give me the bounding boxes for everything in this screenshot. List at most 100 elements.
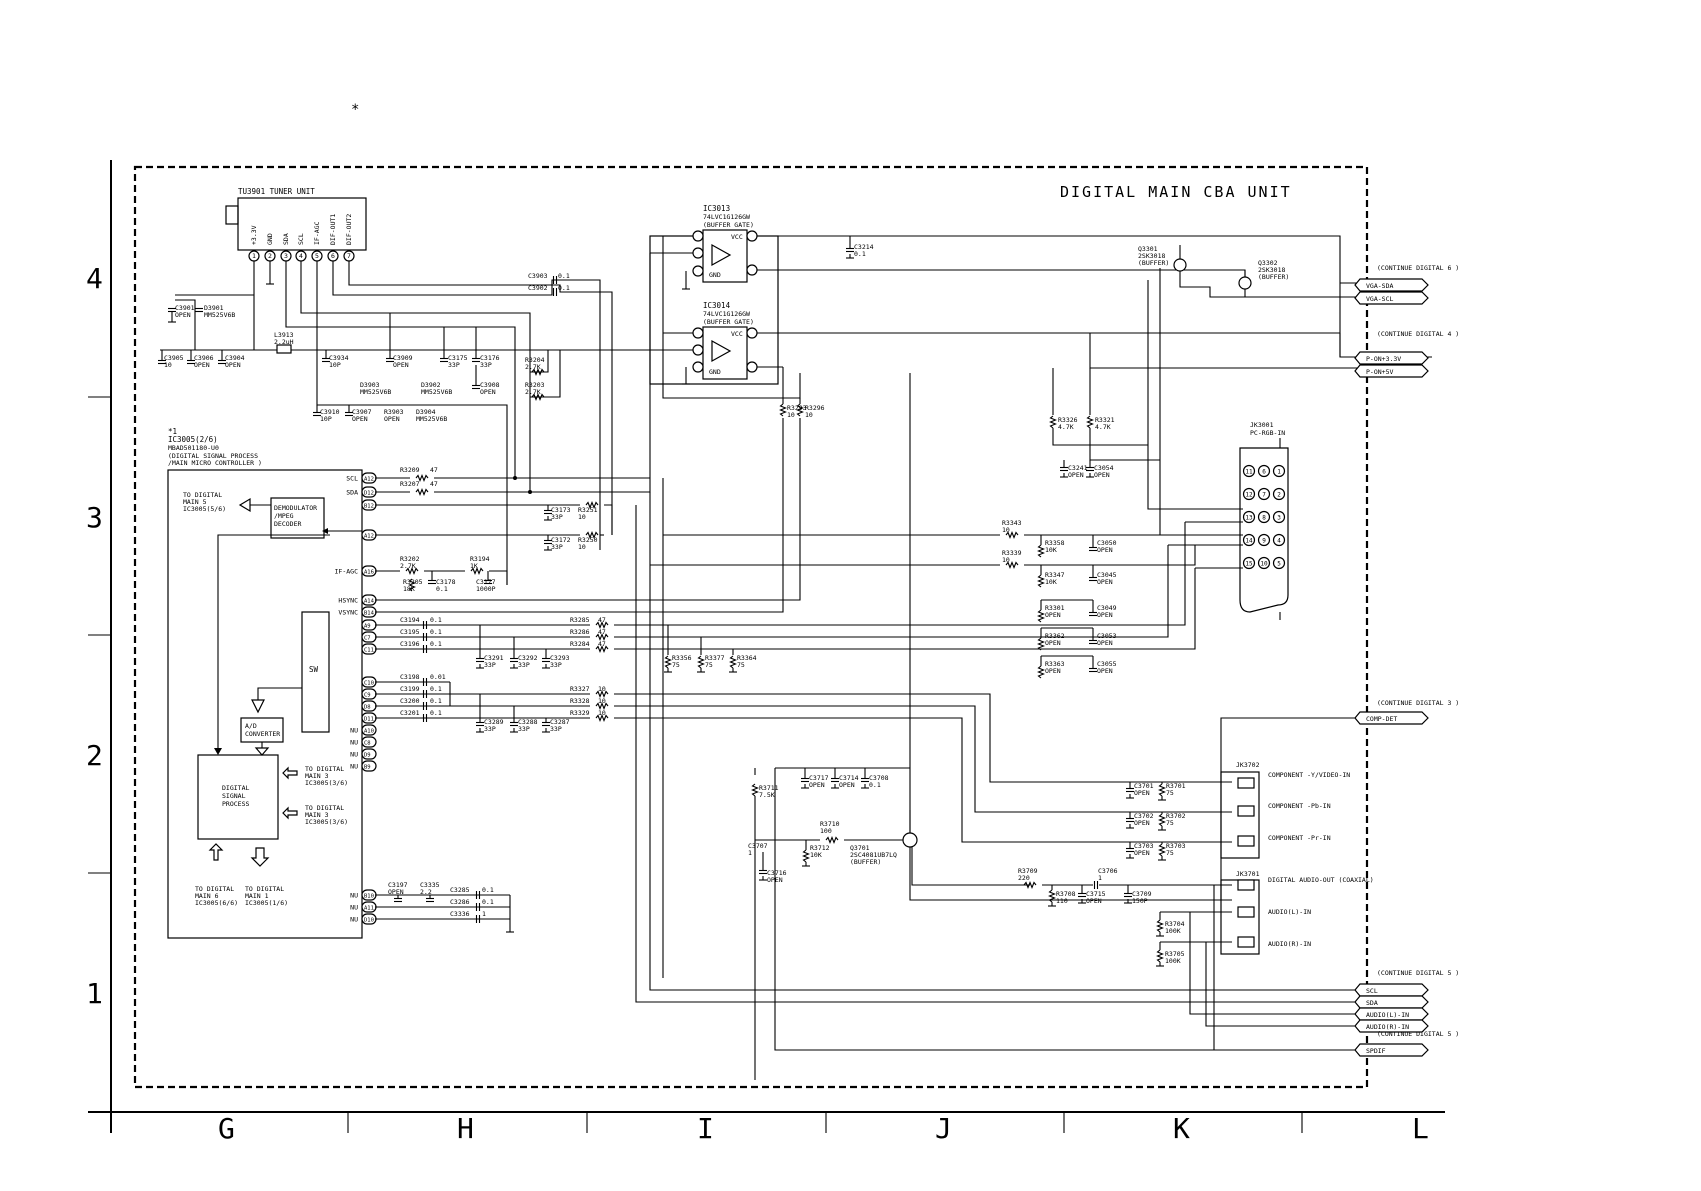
comp-val: OPEN <box>1097 639 1113 647</box>
comp-ref: C3241 <box>1068 464 1088 472</box>
shunt-resistor <box>1037 574 1045 588</box>
comp-val: OPEN <box>352 415 368 423</box>
note-line: IC3005(3/6) <box>305 818 348 826</box>
ic3013-desc: (BUFFER GATE) <box>703 221 754 229</box>
ic3005-pin-label: NU <box>350 916 358 924</box>
tuner-pin-label: +3.3V <box>250 225 258 245</box>
connector-spdif <box>1354 1043 1429 1057</box>
comp-val: 0.1 <box>558 284 570 292</box>
comp-val: 1 <box>748 849 752 857</box>
note-line: IC3005(5/6) <box>183 505 226 513</box>
continue-label: (CONTINUE DIGITAL 5 ) <box>1377 969 1459 977</box>
shunt-capacitor <box>1088 611 1098 617</box>
ic3005-pin-id: B14 <box>364 611 375 617</box>
comp-ref: R3207 <box>400 480 420 488</box>
comp-ref: C3045 <box>1097 571 1117 579</box>
comp-ref: R3701 <box>1166 782 1186 790</box>
comp-ref: Q3302 <box>1258 259 1278 267</box>
comp-val: 10 <box>598 697 606 705</box>
comp-val: OPEN <box>1097 667 1113 675</box>
comp-val: MM525V6B <box>421 388 452 396</box>
comp-ref: R3710 <box>820 820 840 828</box>
comp-ref: C3178 <box>436 578 456 586</box>
tuner-unit: TU3901 TUNER UNIT +3.3V GND SDA SCL IF-A… <box>225 187 367 262</box>
comp-val: 100K <box>1165 957 1181 965</box>
comp-ref: R3903 <box>384 408 404 416</box>
comp-val: 100K <box>1165 927 1181 935</box>
ic3005-pin-label: NU <box>350 763 358 771</box>
ic3005-pin-label: NU <box>350 739 358 747</box>
comp-val: 18K <box>403 585 415 593</box>
ic3005-pin-id: C7 <box>364 636 371 642</box>
comp-ref: R3364 <box>737 654 757 662</box>
comp-ref: L3913 <box>274 331 294 339</box>
tuner-pin-num: 6 <box>331 252 335 260</box>
comp-ref: C3197 <box>388 881 408 889</box>
ic3005-pin-id: A16 <box>364 570 374 576</box>
shunt-resistor <box>1037 544 1045 558</box>
jk3702-input: COMPONENT -Pr-IN <box>1268 834 1331 842</box>
comp-val: OPEN <box>194 361 210 369</box>
comp-ref: C3909 <box>393 354 413 362</box>
frame-grid: 4 3 2 1 G H I J K L * <box>86 102 1445 1145</box>
comp-val: 33P <box>484 661 496 669</box>
comp-ref: R3356 <box>672 654 692 662</box>
comp-ref: R3296 <box>805 404 825 412</box>
comp-ref: R3711 <box>759 784 779 792</box>
comp-ref: C3195 <box>400 628 420 636</box>
connector-label: P-ON+5V <box>1366 368 1393 376</box>
ic3005-pin-label: NU <box>350 727 358 735</box>
comp-ref: C3717 <box>809 774 829 782</box>
connector-audio-r <box>1354 1019 1429 1033</box>
comp-val: 47 <box>430 466 438 474</box>
note-line: TO DIGITAL <box>305 765 344 773</box>
comp-ref: R3250 <box>578 536 598 544</box>
comp-ref: R3329 <box>570 709 590 717</box>
comp-ref: C3335 <box>420 881 440 889</box>
dsub-pin-num: 10 <box>1260 561 1268 568</box>
comp-val: OPEN <box>175 311 191 319</box>
comp-ref: C3196 <box>400 640 420 648</box>
comp-ref: C3288 <box>518 718 538 726</box>
comp-val: 1 <box>1098 874 1102 882</box>
comp-val: 10 <box>164 361 172 369</box>
comp-val: 0.01 <box>430 673 446 681</box>
shunt-resistor <box>1037 665 1045 679</box>
shunt-capacitor <box>1088 546 1098 552</box>
comp-val: OPEN <box>839 781 855 789</box>
comp-ref: C3172 <box>551 536 571 544</box>
comp-val: 47 <box>598 616 606 624</box>
jk3701-input: AUDIO(R)-IN <box>1268 940 1311 948</box>
comp-val: 0.1 <box>854 250 866 258</box>
connector-pon5 <box>1354 364 1429 378</box>
jk3702-input: COMPONENT -Y/VIDEO-IN <box>1268 771 1350 779</box>
comp-ref: C3201 <box>400 709 420 717</box>
comp-ref: R3194 <box>470 555 490 563</box>
asterisk-mark: * <box>351 102 359 118</box>
ic3014-part: 74LVC1G126GW <box>703 310 750 318</box>
comp-val: 2SC4081UB7LQ <box>850 851 897 859</box>
comp-val: 33P <box>550 661 562 669</box>
comp-ref: R3203 <box>525 381 545 389</box>
comp-ref: R3202 <box>400 555 420 563</box>
dsub-pin <box>1242 464 1256 478</box>
comp-val: OPEN <box>767 876 783 884</box>
comp-val: 2.2 <box>420 888 432 896</box>
dsub-pin-num: 14 <box>1245 538 1253 545</box>
comp-ref: C3214 <box>854 243 874 251</box>
comp-val: 33P <box>480 361 492 369</box>
comp-val: OPEN <box>809 781 825 789</box>
comp-ref: C3293 <box>550 654 570 662</box>
comp-ref: R3362 <box>1045 632 1065 640</box>
ic3005-pin-label: NU <box>350 892 358 900</box>
ic3014-ref: IC3014 <box>703 301 731 310</box>
pc-rgb-section: R3343 10 R3339 10 R3358 10K C3050 OPEN R… <box>650 421 1289 679</box>
comp-ref: C3175 <box>448 354 468 362</box>
comp-val: 75 <box>705 661 713 669</box>
ic3005-pin-id: B12 <box>364 504 374 510</box>
comp-ref: R3708 <box>1056 890 1076 898</box>
ic3014-desc: (BUFFER GATE) <box>703 318 754 326</box>
comp-ref: C3904 <box>225 354 245 362</box>
comp-ref: D3901 <box>204 304 224 312</box>
comp-ref: C3901 <box>175 304 195 312</box>
